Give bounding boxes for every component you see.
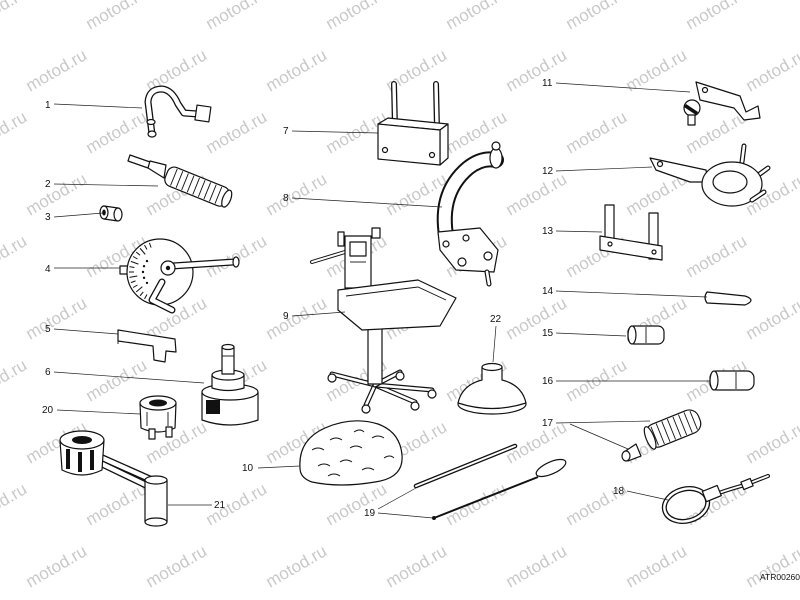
callout-labels: 1 2 3 4 5 6 20 21 7 8 9 10 19 22 11 12 1… [42, 78, 625, 519]
dial-tick [129, 266, 135, 268]
dial-tick [144, 244, 148, 250]
callout-2: 2 [45, 179, 51, 190]
tool-16-cylinder [709, 370, 755, 391]
figure-code: ATR00260 [760, 572, 800, 582]
tool-11-knob-bracket [683, 81, 761, 126]
tool-2-driver [127, 154, 233, 208]
tool-19-rods [413, 443, 567, 520]
callout-21: 21 [214, 500, 226, 511]
dial-tick [135, 251, 141, 256]
callout-20: 20 [42, 405, 54, 416]
callout-17: 17 [542, 418, 554, 429]
callout-13: 13 [542, 226, 554, 237]
dial-tick [139, 291, 144, 297]
callout-15: 15 [542, 328, 554, 339]
tool-17-knurled-driver [621, 409, 702, 462]
dial-mark [141, 270, 145, 274]
callout-4: 4 [45, 264, 51, 275]
tool-20-socket [139, 395, 177, 440]
dial-mark [142, 276, 146, 280]
tool-1-bent-rod [144, 85, 212, 138]
tool-15-cylinder [627, 325, 665, 345]
dial-tick [130, 280, 136, 284]
tool-12-ring-plate [649, 143, 771, 207]
callout-8: 8 [283, 193, 289, 204]
tool-7-pin-bracket [377, 81, 449, 166]
dial-tick [148, 242, 152, 248]
callout-18: 18 [613, 486, 625, 497]
dial-tick [132, 256, 138, 260]
leader-lines [53, 82, 710, 519]
callout-1: 1 [45, 100, 51, 111]
callout-3: 3 [45, 212, 51, 223]
tool-8-curved-arm [436, 141, 504, 287]
dial-tick [139, 247, 146, 255]
callout-11: 11 [542, 78, 553, 89]
tool-5-plate [117, 329, 177, 363]
callout-6: 6 [45, 367, 51, 378]
callout-7: 7 [283, 126, 289, 137]
callout-14: 14 [542, 286, 554, 297]
dial-tick [132, 284, 138, 288]
callout-9: 9 [283, 311, 289, 322]
callout-12: 12 [542, 166, 554, 177]
tool-10-block [299, 420, 403, 486]
tool-3-sleeve [99, 205, 123, 222]
tool-6-cylinder-tool [201, 343, 259, 426]
dial-mark [145, 281, 149, 285]
dial-mark [142, 264, 146, 268]
callout-10: 10 [242, 463, 254, 474]
dial-mark [145, 259, 149, 263]
callout-19: 19 [364, 508, 376, 519]
tool-18-loop-tool [661, 474, 770, 524]
dial-tick [144, 294, 148, 300]
callout-5: 5 [45, 324, 51, 335]
dial-tick [129, 275, 138, 278]
tool-4-dial [119, 238, 240, 314]
tool-21-crank [59, 430, 168, 527]
tool-13-frame [599, 204, 663, 261]
dial-tick [135, 286, 143, 293]
dial-tick [130, 260, 139, 265]
callout-16: 16 [542, 376, 554, 387]
tool-14-pin [704, 291, 752, 306]
tool-9-stand [310, 227, 457, 414]
tool-22-bell [457, 362, 527, 415]
callout-22: 22 [490, 314, 502, 325]
